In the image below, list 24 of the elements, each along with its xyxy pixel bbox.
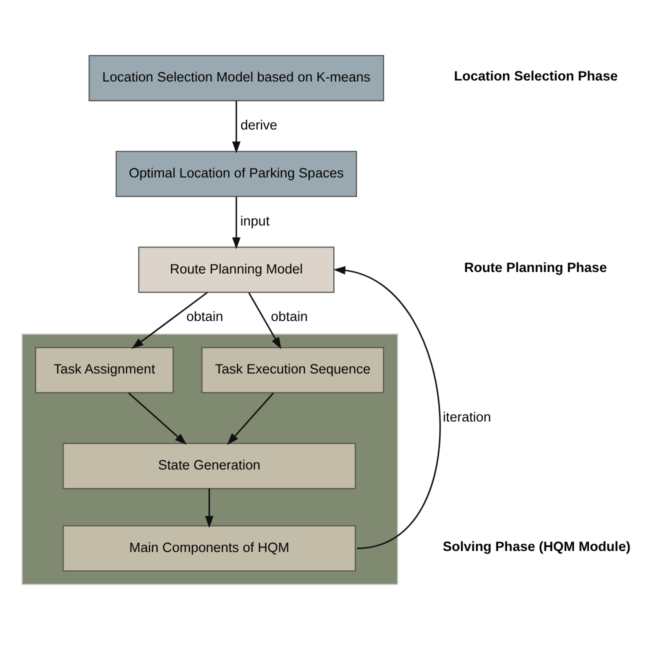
arrow [232,100,241,154]
arrow [132,292,208,349]
node-box: Main Components of HQM [62,525,356,572]
edge-label: obtain [270,309,308,324]
edge-label: input [240,213,270,228]
label: Solving Phase (HQM Module) [442,538,630,554]
arrow [227,392,274,445]
node-box: Task Assignment [35,347,174,394]
arrow [205,488,214,528]
node-box: Optimal Location of Parking Spaces [116,150,358,198]
label: Route Planning Phase [464,260,607,276]
cluster [21,334,398,586]
edge-label: derive [240,117,278,132]
arrow [128,392,187,445]
node-box: Task Execution Sequence [201,347,384,394]
edge-label: obtain [186,309,224,324]
arrow [248,292,282,350]
arrow [333,266,440,550]
node-box: State Generation [62,442,356,490]
node-box: Route Planning Model [138,246,334,293]
arrow [232,196,241,250]
label: Location Selection Phase [454,68,618,84]
edge-label: iteration [442,410,492,425]
node-box: Location Selection Model based on K-means [88,54,384,102]
